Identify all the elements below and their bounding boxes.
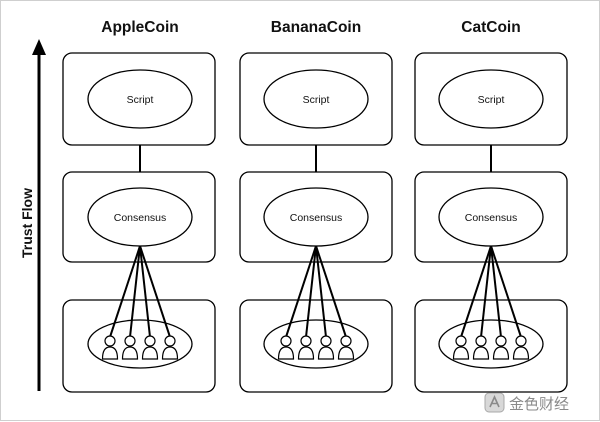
consensus-node [87, 187, 193, 247]
person-icon [121, 335, 139, 360]
participant-layer-box [414, 299, 568, 393]
person-icon [337, 335, 355, 360]
consensus-label: Consensus [465, 212, 518, 224]
consensus-node [263, 187, 369, 247]
participant-link-3 [139, 245, 151, 338]
person-icon [317, 335, 335, 360]
column-catcoin: CatCoin Script Consensus [414, 19, 568, 393]
script-node [87, 69, 193, 129]
participant-link-2 [305, 245, 317, 338]
column-applecoin: AppleCoin Script Consensus [62, 19, 216, 393]
participant-group [263, 319, 369, 369]
script-node [438, 69, 544, 129]
watermark-text: 金色财经 [509, 395, 569, 413]
script-label: Script [303, 94, 330, 106]
person-icon [452, 335, 470, 360]
participant-link-2 [129, 245, 141, 338]
participant-link-3 [490, 245, 502, 338]
participant-link-2 [480, 245, 492, 338]
participant-icons [101, 335, 179, 360]
participant-layer-box [239, 299, 393, 393]
trust-flow-axis: Trust Flow [19, 39, 46, 391]
participant-icons [452, 335, 530, 360]
consensus-participant-links [460, 245, 522, 338]
person-icon [472, 335, 490, 360]
participant-link-1 [285, 245, 317, 338]
participant-link-4 [139, 245, 171, 338]
script-label: Script [127, 94, 154, 106]
participant-link-4 [490, 245, 522, 338]
person-icon [492, 335, 510, 360]
gold-logo-icon [484, 392, 505, 413]
column-title: CatCoin [461, 19, 520, 36]
participant-link-3 [315, 245, 327, 338]
trust-flow-arrowhead [32, 39, 46, 55]
consensus-label: Consensus [114, 212, 167, 224]
participant-group [438, 319, 544, 369]
consensus-participant-links [285, 245, 347, 338]
participant-icons [277, 335, 355, 360]
consensus-label: Consensus [290, 212, 343, 224]
participant-link-1 [460, 245, 492, 338]
person-icon [141, 335, 159, 360]
participant-layer-box [62, 299, 216, 393]
column-title: BananaCoin [271, 19, 361, 36]
consensus-participant-links [109, 245, 171, 338]
person-icon [297, 335, 315, 360]
participant-group [87, 319, 193, 369]
person-icon [101, 335, 119, 360]
trust-flow-label: Trust Flow [19, 188, 35, 258]
person-icon [277, 335, 295, 360]
watermark: 金色财经 [484, 392, 569, 413]
person-icon [161, 335, 179, 360]
column-bananacoin: BananaCoin Script Consensus [239, 19, 393, 393]
column-title: AppleCoin [101, 19, 179, 36]
participant-link-4 [315, 245, 347, 338]
script-label: Script [478, 94, 505, 106]
script-node [263, 69, 369, 129]
participant-link-1 [109, 245, 141, 338]
consensus-node [438, 187, 544, 247]
person-icon [512, 335, 530, 360]
